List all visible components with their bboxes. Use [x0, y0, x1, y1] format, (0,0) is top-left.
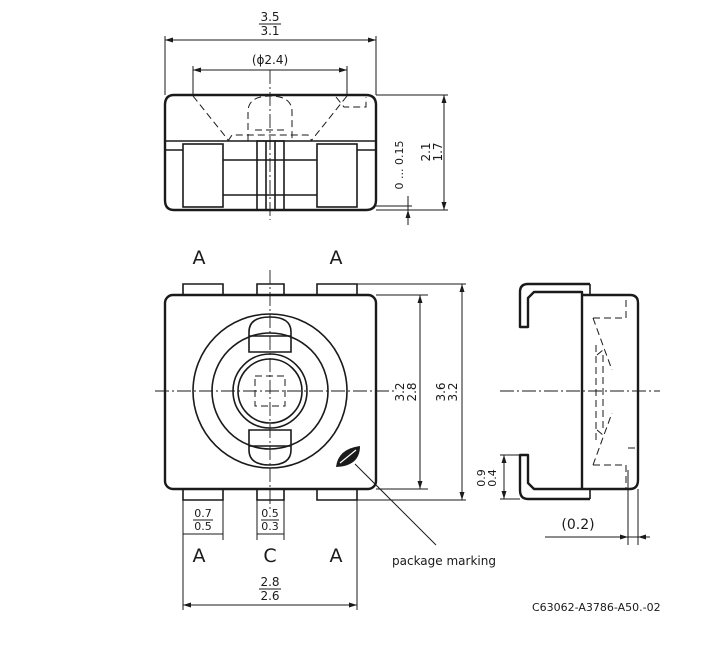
lead-bottom-center	[256, 489, 285, 501]
top-lead-center	[256, 140, 285, 211]
top-body-outline	[163, 93, 378, 141]
side-body-outline	[582, 293, 640, 491]
side-lead-max-label: 0.9	[475, 469, 488, 487]
front-body-outline	[163, 293, 378, 491]
lead-width-max-label: 0.7	[194, 507, 212, 520]
pitch-min-label: 2.6	[260, 589, 279, 603]
top-view: 3.5 3.1 (ϕ2.4)	[163, 10, 448, 225]
side-lead-frame	[518, 282, 590, 501]
total-height-max-label: 3.6	[434, 382, 448, 401]
lens-hidden-outline	[192, 95, 348, 142]
pin-bottom-center: C	[263, 545, 276, 567]
lead-bottom-left	[182, 489, 224, 501]
top-lead-left	[182, 143, 224, 208]
pin-top-right: A	[330, 247, 343, 269]
center-lead-max-label: 0.5	[261, 507, 279, 520]
pin-bottom-left: A	[193, 545, 206, 567]
front-view: A A package marking	[155, 247, 496, 610]
total-height-min-label: 3.2	[446, 382, 460, 401]
drawing-number: C63062-A3786-A50.-02	[532, 601, 661, 614]
height-max-label: 2.1	[419, 142, 433, 161]
pin-bottom-right: A	[330, 545, 343, 567]
marking-leader	[354, 463, 437, 546]
lead-width-min-label: 0.5	[194, 520, 212, 533]
body-height-min-label: 2.8	[405, 382, 419, 401]
height-min-label: 1.7	[431, 142, 445, 161]
width-max-label: 3.5	[260, 10, 279, 24]
lead-offset-label: 0 ... 0.15	[393, 141, 406, 190]
width-min-label: 3.1	[260, 24, 279, 38]
pitch-max-label: 2.8	[260, 575, 279, 589]
package-marking-label: package marking	[392, 554, 496, 568]
body-height-max-label: 3.2	[393, 382, 407, 401]
top-lead-right	[316, 143, 358, 208]
side-lead-min-label: 0.4	[486, 469, 499, 487]
lead-bottom-right	[316, 489, 358, 501]
center-lead-min-label: 0.3	[261, 520, 279, 533]
side-gap-label: (0.2)	[561, 517, 594, 533]
side-view: 0.9 0.4 (0.2)	[475, 282, 660, 545]
lens-diameter-label: (ϕ2.4)	[252, 53, 288, 67]
pin-top-left: A	[193, 247, 206, 269]
